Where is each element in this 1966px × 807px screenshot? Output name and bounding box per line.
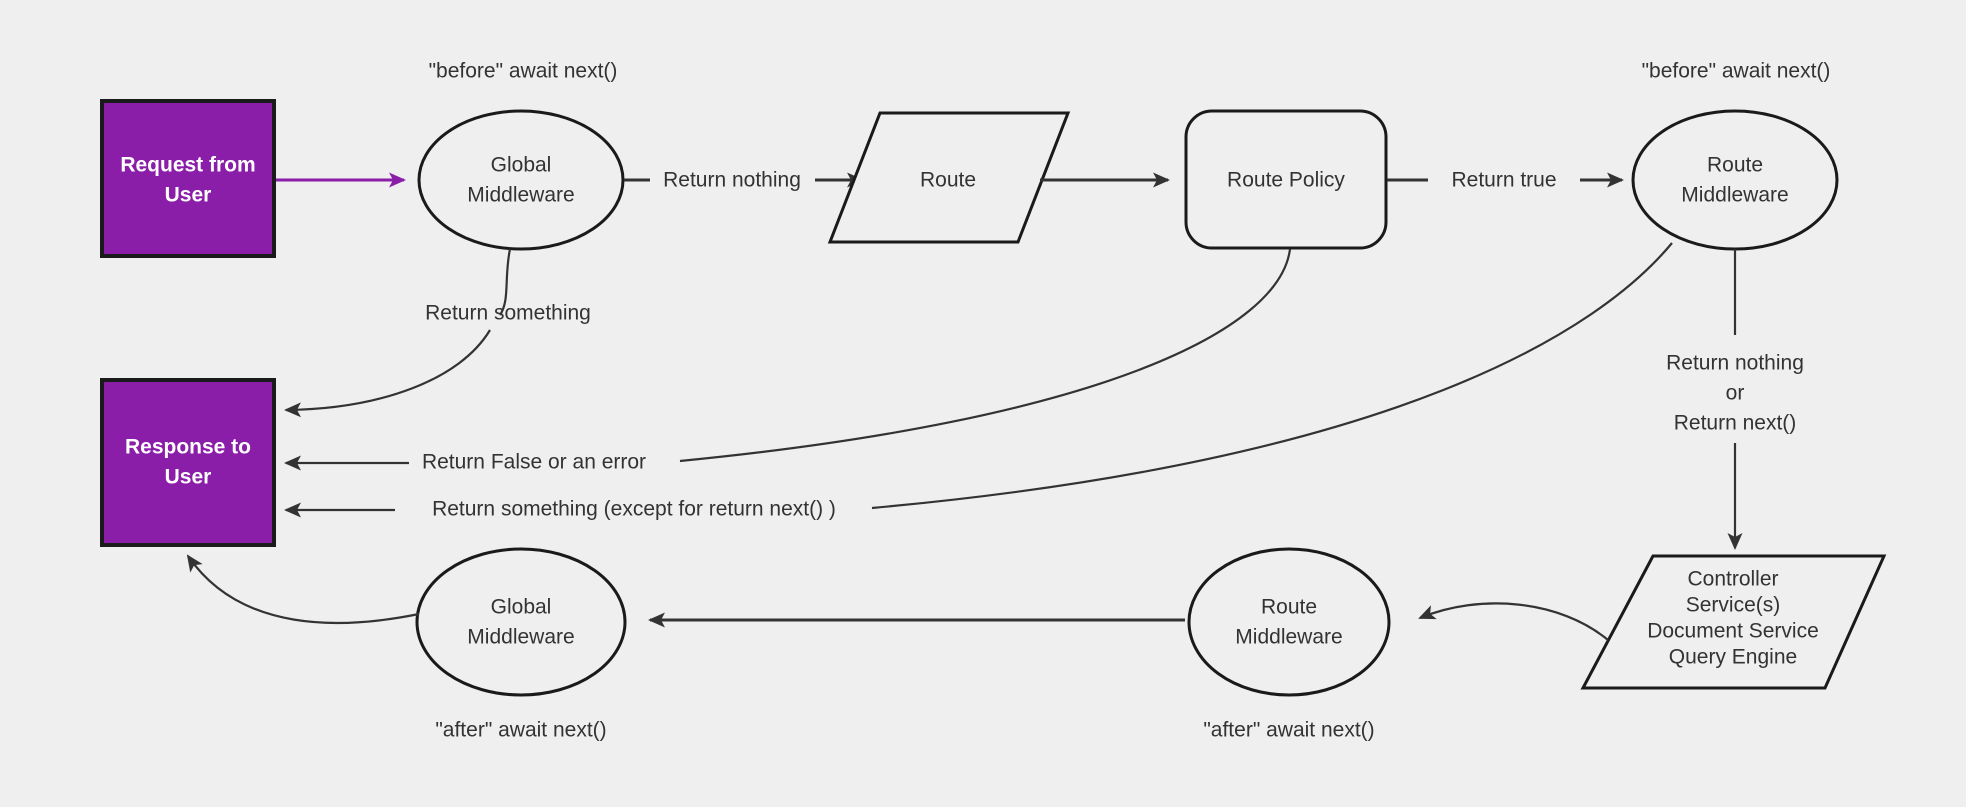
route-label: Route <box>920 169 976 192</box>
route-middleware-top-label-line1: Route <box>1707 154 1763 177</box>
label-return-nothing-or-next-line1: Return nothing <box>1666 352 1804 375</box>
node-global-middleware-top[interactable]: Global Middleware <box>417 109 625 251</box>
global-middleware-bottom-label-line1: Global <box>491 596 552 619</box>
request-box-label-line2: User <box>165 184 212 207</box>
request-box-shape <box>100 99 276 258</box>
node-route[interactable]: Route <box>827 111 1071 244</box>
response-box-label-line2: User <box>165 466 212 489</box>
label-return-nothing-or-next-line2: or <box>1726 382 1745 405</box>
node-global-middleware-bottom[interactable]: Global Middleware <box>415 547 627 697</box>
route-middleware-top-shape <box>1631 109 1839 251</box>
node-route-policy[interactable]: Route Policy <box>1184 109 1388 250</box>
label-return-something-except-next: Return something (except for return next… <box>432 498 836 521</box>
controller-label-line1: Controller <box>1687 568 1778 591</box>
controller-label-line4: Query Engine <box>1669 646 1797 669</box>
route-middleware-bottom-label-line2: Middleware <box>1235 626 1342 649</box>
label-after-await-next-left: "after" await next() <box>435 719 606 742</box>
response-box-shape <box>100 378 276 547</box>
label-return-something-top: Return something <box>425 302 591 325</box>
controller-label-line3: Document Service <box>1647 620 1819 643</box>
route-middleware-top-label-line2: Middleware <box>1681 184 1788 207</box>
label-before-await-next-right: "before" await next() <box>1642 60 1831 83</box>
edge-global-mw-bottom-to-response <box>186 554 420 624</box>
label-return-true: Return true <box>1451 169 1556 192</box>
node-request-from-user[interactable]: Request from User <box>100 99 276 258</box>
edge-global-mw-to-response <box>284 329 491 418</box>
route-middleware-bottom-label-line1: Route <box>1261 596 1317 619</box>
node-route-middleware-bottom[interactable]: Route Middleware <box>1187 547 1391 697</box>
edge-global-mw-return-something-stub <box>499 248 512 316</box>
global-middleware-top-label-line2: Middleware <box>467 184 574 207</box>
label-return-false-or-error: Return False or an error <box>422 451 646 474</box>
node-response-to-user[interactable]: Response to User <box>100 378 276 547</box>
global-middleware-bottom-label-line2: Middleware <box>467 626 574 649</box>
global-middleware-top-shape <box>417 109 625 251</box>
route-policy-label: Route Policy <box>1227 169 1345 192</box>
label-return-nothing-or-next-line3: Return next() <box>1674 412 1797 435</box>
controller-label-line2: Service(s) <box>1686 594 1781 617</box>
node-route-middleware-top[interactable]: Route Middleware <box>1631 109 1839 251</box>
response-box-label-line1: Response to <box>125 436 251 459</box>
label-before-await-next-left: "before" await next() <box>429 60 618 83</box>
edge-controller-to-route-mw-bottom <box>1418 602 1609 641</box>
edge-route-policy-return-false-curve <box>679 248 1292 463</box>
global-middleware-bottom-shape <box>415 547 627 697</box>
request-box-label-line1: Request from <box>120 154 255 177</box>
controller-shape <box>1580 554 1887 690</box>
label-after-await-next-right: "after" await next() <box>1203 719 1374 742</box>
route-policy-shape <box>1184 109 1388 250</box>
edge-route-mw-return-something-curve <box>871 242 1673 510</box>
node-controller[interactable]: Controller Service(s) Document Service Q… <box>1580 554 1887 690</box>
global-middleware-top-label-line1: Global <box>491 154 552 177</box>
label-return-nothing: Return nothing <box>663 169 801 192</box>
route-middleware-bottom-shape <box>1187 547 1391 697</box>
route-shape <box>827 111 1071 244</box>
